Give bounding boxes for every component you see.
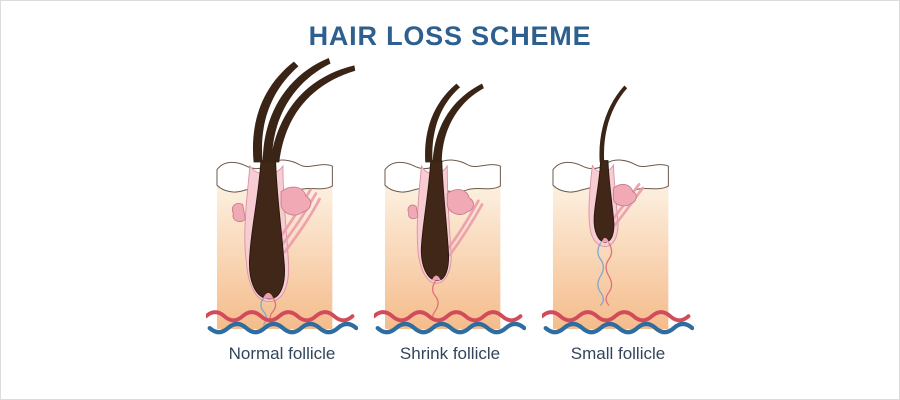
follicle-bulb xyxy=(420,160,450,281)
capillary-red xyxy=(605,242,613,306)
sebaceous-gland xyxy=(280,186,312,216)
panel-small-follicle: Small follicle xyxy=(542,56,694,364)
panel-label-normal: Normal follicle xyxy=(228,344,336,363)
normal-follicle-illustration xyxy=(206,57,358,335)
blood-vessel-blue xyxy=(543,321,694,335)
hair-strands xyxy=(599,85,628,163)
sebaceous-gland xyxy=(612,183,637,207)
blood-vessel-red xyxy=(542,310,691,323)
sebaceous-gland-left xyxy=(407,204,419,220)
hair-strands xyxy=(252,57,356,163)
panel-normal-follicle: Normal follicle xyxy=(206,56,358,364)
capillary-blue xyxy=(597,242,604,306)
hair-strands xyxy=(425,83,484,163)
dermal-papilla xyxy=(262,292,274,299)
sebaceous-gland-left xyxy=(231,203,246,222)
follicle-bulb xyxy=(248,160,285,300)
shrink-follicle-illustration xyxy=(374,83,526,335)
blood-vessel-blue xyxy=(207,321,358,335)
small-follicle-illustration xyxy=(542,85,694,335)
panel-label-small: Small follicle xyxy=(570,344,666,363)
page-title: HAIR LOSS SCHEME xyxy=(308,21,592,51)
dermal-papilla xyxy=(431,275,441,281)
blood-vessel-red xyxy=(374,310,523,323)
panel-shrink-follicle: Shrink follicle xyxy=(374,56,526,364)
dermal-papilla xyxy=(601,237,609,243)
panel-label-shrink: Shrink follicle xyxy=(399,344,501,363)
sebaceous-gland xyxy=(446,189,474,215)
blood-vessel-red xyxy=(206,310,355,323)
panels-row: Normal follicle xyxy=(206,56,694,364)
blood-vessel-blue xyxy=(375,321,526,335)
